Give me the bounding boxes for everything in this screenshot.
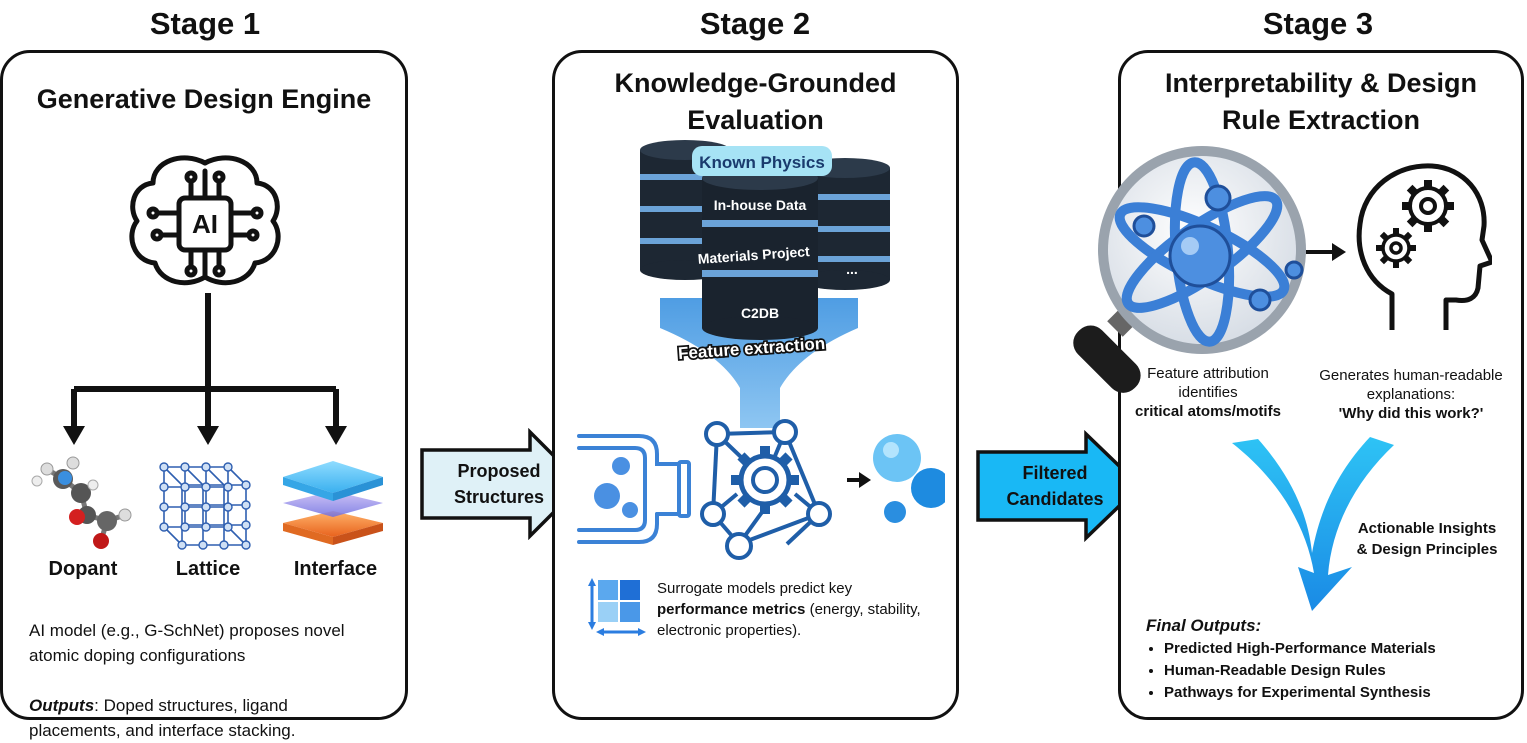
final-output-item: Pathways for Experimental Synthesis: [1164, 682, 1516, 704]
magnifier-atom-icon: [1073, 146, 1306, 393]
knowledge-database-funnel: Known Physics In-house Data Materials Pr…: [640, 140, 890, 428]
stage-1-title: Stage 1: [149, 6, 261, 41]
feature-attribution-text: Feature attribution identifies critical …: [1135, 365, 1281, 420]
structure-label-dopant: Dopant: [48, 558, 118, 580]
final-outputs: Final Outputs: Predicted High-Performanc…: [1146, 614, 1516, 704]
converging-arrow: [1232, 437, 1394, 611]
db-materials-project: Materials Project: [697, 243, 810, 267]
db-more: ...: [846, 261, 858, 277]
structure-label-interface: Interface: [293, 558, 378, 580]
stage-1-panel: Generative Design Engine AI: [0, 50, 408, 740]
db-in-house-data: In-house Data: [714, 197, 807, 213]
final-outputs-label: Final Outputs:: [1146, 616, 1262, 635]
ai-brain-icon: AI: [129, 155, 281, 286]
ai-chip-label: AI: [192, 209, 218, 239]
explanation-text: Generates human-readable explanations: '…: [1319, 367, 1503, 422]
final-outputs-list: Predicted High-Performance Materials Hum…: [1146, 638, 1516, 704]
stage-3-title: Stage 3: [1262, 6, 1374, 41]
stage-2-title: Stage 2: [699, 6, 811, 41]
final-output-item: Predicted High-Performance Materials: [1164, 638, 1516, 660]
stage-3-panel-title: Interpretability & Design Rule Extractio…: [1164, 68, 1478, 135]
outputs-label: Outputs: [29, 696, 95, 715]
stage-1-panel-title: Generative Design Engine: [36, 84, 372, 114]
stage-2-panel-title: Knowledge-Grounded Evaluation: [614, 68, 897, 135]
actionable-insights-label: Actionable Insights & Design Principles: [1356, 520, 1498, 558]
atom-to-head-arrow: [1306, 243, 1346, 261]
dopant-molecule-icon: [31, 456, 132, 549]
surrogate-description: Surrogate models predict key performance…: [657, 580, 921, 639]
stage-1-description: AI model (e.g., G-SchNet) proposes novel…: [29, 621, 345, 665]
head-gears-icon: [1356, 163, 1492, 330]
db-c2db: C2DB: [741, 305, 779, 321]
metrics-grid-icon: [588, 578, 646, 636]
branch-connector: [63, 293, 347, 445]
lattice-icon: [159, 462, 251, 550]
final-output-item: Human-Readable Design Rules: [1164, 660, 1516, 682]
stage-1-outputs: Outputs: Doped structures, ligand placem…: [29, 696, 296, 740]
filtered-candidates-arrow: [976, 430, 1143, 542]
db-known-physics: Known Physics: [699, 153, 825, 172]
surrogate-model-network: [577, 419, 945, 560]
structure-label-lattice: Lattice: [175, 558, 241, 580]
interface-layers-icon: [283, 461, 383, 545]
